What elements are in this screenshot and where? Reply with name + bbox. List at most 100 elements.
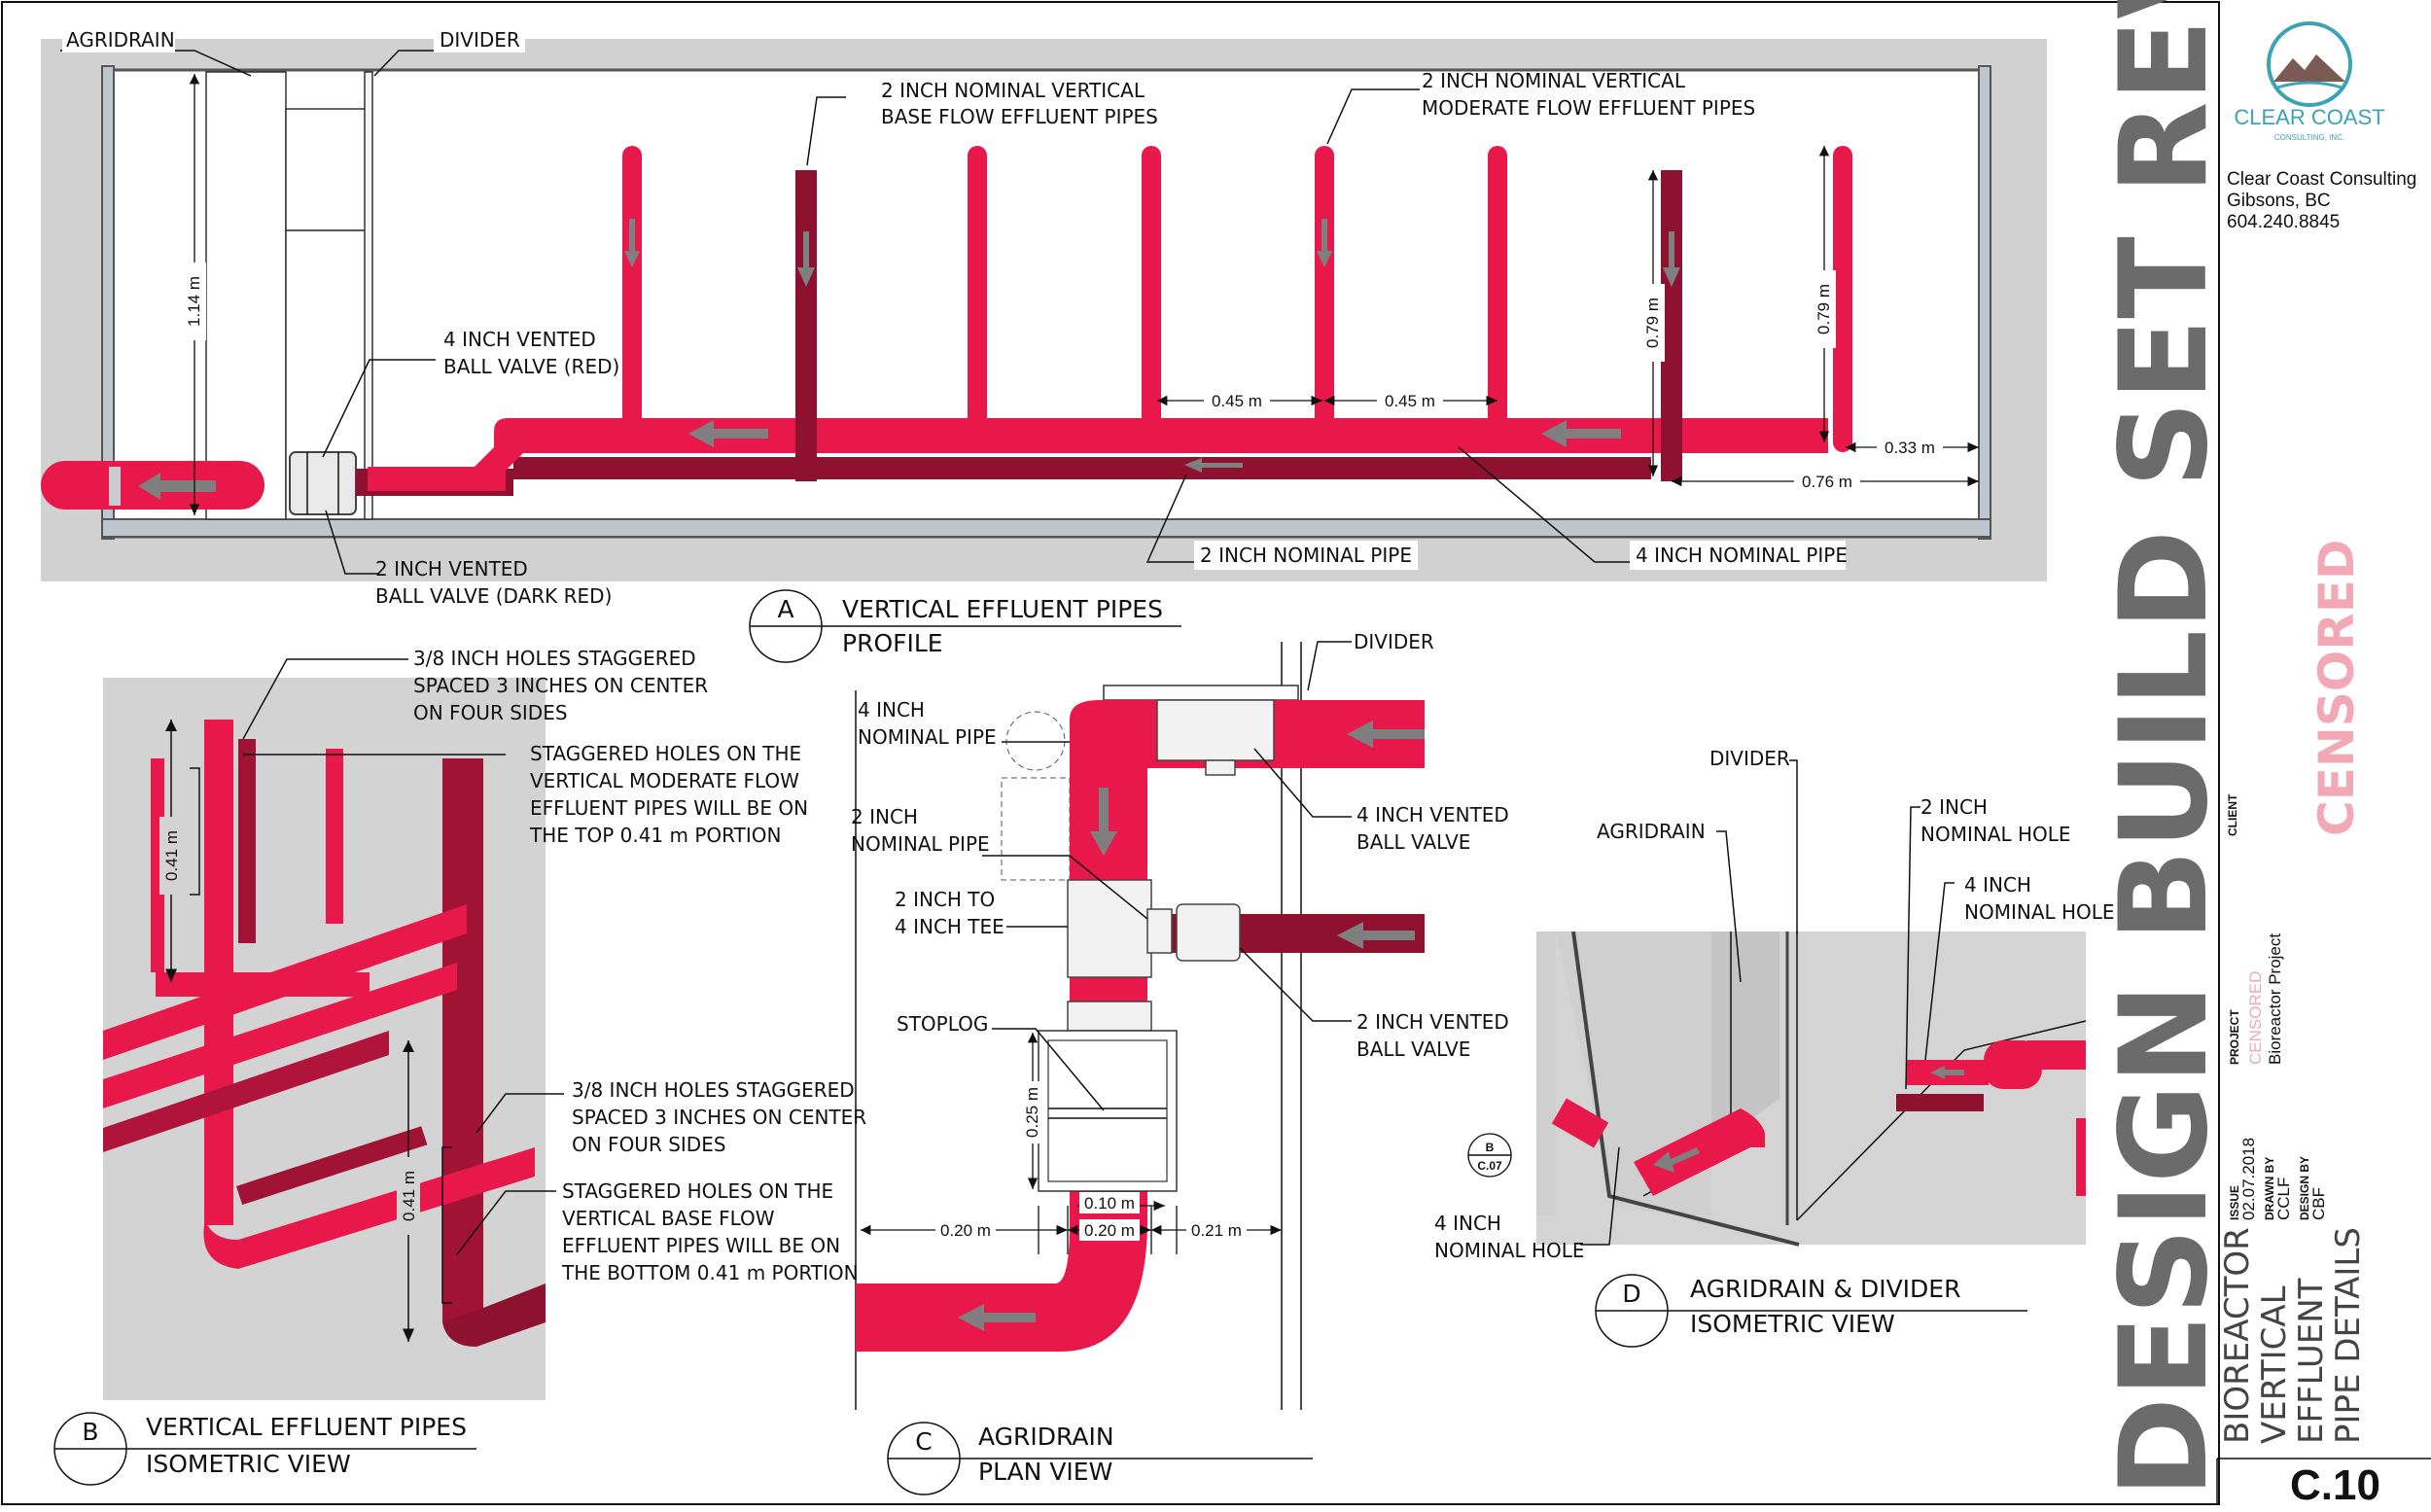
view-b-title-1: VERTICAL EFFLUENT PIPES: [146, 1413, 467, 1441]
note-b1-2: SPACED 3 INCHES ON CENTER: [413, 674, 708, 697]
view-a-tag: A: [777, 595, 793, 623]
arrow-left-icon: [1541, 420, 1621, 447]
arrow-left-icon: [1337, 922, 1415, 949]
view-b-leaders: [165, 658, 564, 1342]
arrow-left-icon: [138, 473, 216, 500]
dim-c-0-21: 0.21 m: [1191, 1221, 1242, 1240]
dim-b-top: 0.41 m: [162, 830, 181, 881]
note-b4-3: EFFLUENT PIPES WILL BE ON: [562, 1234, 840, 1257]
note-b3-1: 3/8 INCH HOLES STAGGERED: [572, 1078, 855, 1102]
view-d-tag: D: [1622, 1280, 1640, 1308]
label-d-divider: DIVIDER: [1709, 747, 1790, 770]
vertical-pipes: [622, 146, 1852, 481]
tank-wall-left: [101, 65, 115, 540]
label-c-valve2-1: 2 INCH VENTED: [1356, 1010, 1509, 1034]
label-c-valve4-1: 4 INCH VENTED: [1356, 803, 1509, 826]
note-b4-1: STAGGERED HOLES ON THE: [562, 1179, 833, 1203]
title-line-1: BIOREACTOR: [2218, 1227, 2257, 1444]
vertical-pipe-moderate: [1315, 146, 1334, 438]
label-c-pipe4-2: NOMINAL PIPE: [858, 725, 997, 749]
tank-wall-right: [1978, 65, 1991, 540]
note-b2-3: EFFLUENT PIPES WILL BE ON: [530, 796, 808, 820]
vertical-pipe-moderate: [1833, 146, 1852, 452]
ball-valve-4in: [289, 451, 357, 515]
label-valve4-1: 4 INCH VENTED: [443, 328, 596, 351]
dim-0-33: 0.33 m: [1885, 439, 1935, 457]
arrow-left-icon: [958, 1304, 1036, 1331]
vertical-pipe-base: [795, 170, 817, 481]
vertical-pipe-moderate: [1142, 146, 1161, 438]
logo-circle-icon: [2267, 21, 2352, 107]
vertical-pipe-moderate: [968, 146, 987, 438]
sheet-big-title: DESIGN BUILD SET REV-4: [2095, 0, 2235, 1497]
valves-plan: [1156, 699, 1275, 962]
ref-tag: B: [1486, 1141, 1495, 1154]
label-c-tee-1: 2 INCH TO: [895, 888, 995, 911]
label-c-pipe2-2: NOMINAL PIPE: [851, 832, 990, 856]
label-c-stoplog: STOPLOG: [897, 1012, 988, 1036]
dim-0-79-b: 0.79 m: [1814, 284, 1833, 334]
project-label: PROJECT: [2228, 1009, 2241, 1065]
client-label: CLIENT: [2226, 793, 2239, 836]
arrow-down-icon: [1317, 219, 1332, 267]
title-line-3: EFFLUENT: [2292, 1278, 2331, 1444]
dim-0-45-b: 0.45 m: [1385, 392, 1435, 410]
note-b3-2: SPACED 3 INCHES ON CENTER: [572, 1106, 866, 1129]
view-a-title: A VERTICAL EFFLUENT PIPES PROFILE: [749, 589, 1181, 663]
logo-name: CLEAR COAST: [2234, 105, 2384, 129]
arrow-down-icon: [1090, 788, 1117, 856]
note-b3-3: ON FOUR SIDES: [572, 1133, 726, 1156]
label-valve2-1: 2 INCH VENTED: [375, 557, 528, 580]
view-d-isometric: DIVIDER AGRIDRAIN 2 INCH NOMINAL HOLE 4 …: [1434, 747, 2115, 1348]
label-c-valve2-2: BALL VALVE: [1356, 1037, 1470, 1061]
label-c-tee-2: 4 INCH TEE: [895, 915, 1004, 938]
stoplog-box: [1038, 1030, 1178, 1192]
note-b2-2: VERTICAL MODERATE FLOW: [530, 769, 799, 792]
vertical-pipe-base: [1661, 170, 1682, 481]
arrow-down-icon: [1663, 231, 1680, 287]
view-c-leaders: [982, 641, 1352, 1111]
dim-1-14: 1.14 m: [185, 276, 203, 327]
arrow-down-icon: [624, 219, 640, 267]
view-d-title-2: ISOMETRIC VIEW: [1690, 1310, 1895, 1338]
view-b-title: B VERTICAL EFFLUENT PIPES ISOMETRIC VIEW: [53, 1412, 476, 1486]
dim-c-0-20-b: 0.20 m: [1084, 1221, 1135, 1240]
plan-arrows: [958, 721, 1425, 1331]
project-censored: CENSORED: [2246, 971, 2265, 1065]
view-a-dim-labels: 1.14 m 0.79 m 0.79 m 0.45 m 0.45 m 0.33 …: [183, 263, 1943, 493]
arrow-down-icon: [797, 231, 815, 287]
label-valve4-2: BALL VALVE (RED): [443, 355, 619, 378]
issue-label: ISSUE: [2228, 1185, 2241, 1220]
view-a-title-1: VERTICAL EFFLUENT PIPES: [842, 595, 1163, 623]
iso-arrows: [1653, 1066, 1964, 1173]
logo-sub: CONSULTING, INC.: [2274, 133, 2344, 142]
company-city: Gibsons, BC: [2227, 191, 2331, 211]
view-c-title-1: AGRIDRAIN: [978, 1423, 1114, 1451]
view-d-leaders: [1580, 759, 1955, 1246]
tank-floor: [101, 518, 1991, 538]
note-b1-1: 3/8 INCH HOLES STAGGERED: [413, 647, 696, 670]
label-d-agridrain: AGRIDRAIN: [1597, 820, 1706, 843]
design-label: DESIGN BY: [2298, 1156, 2311, 1220]
view-c-title-2: PLAN VIEW: [978, 1458, 1112, 1486]
label-c-valve4-2: BALL VALVE: [1356, 830, 1470, 854]
label-valve2-2: BALL VALVE (DARK RED): [375, 584, 612, 608]
title-block: DESIGN BUILD SET REV-4 C.10 BIOREACTOR V…: [2095, 0, 2431, 1509]
dim-c-0-25: 0.25 m: [1023, 1087, 1041, 1138]
client-value: CENSORED: [2308, 540, 2365, 836]
arrow-left-icon: [1184, 458, 1243, 473]
detail-reference-bubble: B C.07: [1467, 1133, 1512, 1178]
ref-sheet: C.07: [1477, 1159, 1502, 1173]
ghost-outlines: [1001, 711, 1071, 881]
flow-arrows: [138, 219, 1680, 500]
vertical-pipe-moderate: [622, 146, 642, 438]
tee-fitting: [1067, 879, 1152, 978]
label-d-hole2-1: 2 INCH: [1920, 795, 1988, 819]
view-d-edges: [1571, 931, 2087, 1247]
view-d-title: D AGRIDRAIN & DIVIDER ISOMETRIC VIEW: [1595, 1274, 2027, 1348]
label-c-pipe4-1: 4 INCH: [858, 698, 925, 721]
label-mod-pipes-1: 2 INCH NOMINAL VERTICAL: [1422, 69, 1686, 92]
view-a-title-2: PROFILE: [842, 629, 943, 657]
label-d-hole4a-2: NOMINAL HOLE: [1964, 900, 2115, 924]
